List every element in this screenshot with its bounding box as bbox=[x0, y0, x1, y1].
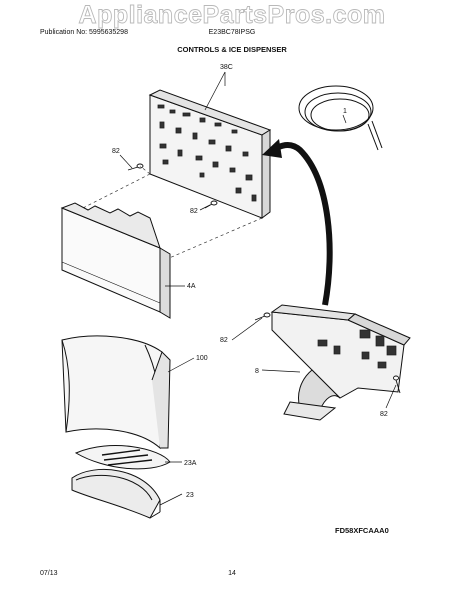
diagram-code: FD58XFCAAA0 bbox=[335, 526, 389, 535]
screw-82-bottom[interactable] bbox=[393, 375, 401, 394]
leader-lines bbox=[119, 71, 397, 506]
footer-date: 07/13 bbox=[40, 570, 58, 577]
tubing-coil[interactable] bbox=[298, 85, 383, 151]
callout-1: 1 bbox=[343, 108, 347, 115]
page-number: 14 bbox=[228, 570, 236, 577]
publication-number: Publication No: 5995635298 bbox=[40, 29, 128, 36]
callout-82-mid: 82 bbox=[190, 208, 198, 215]
assembly-arrow bbox=[262, 139, 333, 306]
callout-82-top: 82 bbox=[112, 148, 120, 155]
screw-82-right[interactable] bbox=[254, 312, 271, 321]
ice-dispenser-housing[interactable] bbox=[270, 304, 411, 421]
alignment-lines bbox=[74, 165, 263, 263]
drip-grill[interactable] bbox=[74, 445, 171, 470]
callout-23: 23 bbox=[186, 492, 194, 499]
callout-8: 8 bbox=[255, 368, 259, 375]
callout-38c: 38C bbox=[220, 64, 233, 71]
callout-82-right: 82 bbox=[220, 337, 228, 344]
screw-82-top[interactable] bbox=[127, 163, 144, 171]
drip-tray[interactable] bbox=[71, 468, 161, 519]
model-number: E23BC78IPSG bbox=[208, 29, 256, 36]
ice-chute[interactable] bbox=[61, 335, 171, 450]
cover-panel[interactable] bbox=[60, 202, 171, 319]
callout-100: 100 bbox=[196, 355, 208, 362]
control-board[interactable] bbox=[148, 89, 272, 219]
watermark-logo: AppliancePartsPros.com bbox=[78, 1, 386, 30]
callout-23a: 23A bbox=[184, 460, 197, 467]
page-title: CONTROLS & ICE DISPENSER bbox=[177, 45, 287, 54]
callout-4a: 4A bbox=[187, 283, 196, 290]
callout-82-bottom: 82 bbox=[380, 411, 388, 418]
